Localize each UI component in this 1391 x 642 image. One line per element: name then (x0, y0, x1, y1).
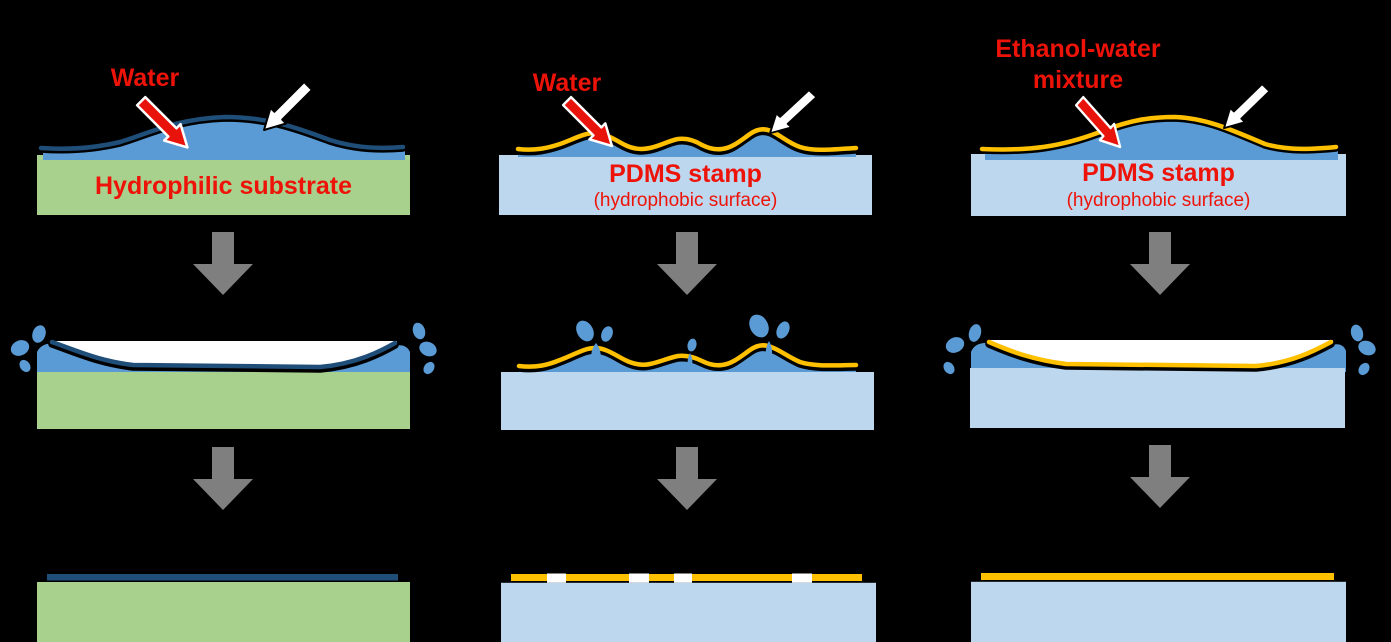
panel-b-step1 (499, 89, 872, 215)
film-outline (47, 580, 398, 583)
pressing-plate (988, 340, 1333, 367)
crack-gap (792, 573, 812, 583)
water-layer-and-splashes (10, 322, 437, 375)
gray-down-arrow-icon (193, 447, 253, 510)
pdms-stamp (971, 581, 1346, 642)
transferred-film-yellow (981, 573, 1334, 580)
gray-down-arrow-icon (657, 232, 717, 295)
film-outline (649, 581, 674, 583)
pressing-plate (52, 341, 397, 369)
film-segment (566, 574, 629, 581)
splash-droplet (412, 322, 426, 340)
red-pointer-arrow-icon (561, 95, 614, 148)
floating-film-yellow (979, 114, 1339, 152)
panel-b-step3 (501, 573, 876, 642)
squeezed-water (37, 343, 410, 374)
pdms-stamp (501, 372, 874, 430)
hydrophilic-substrate (37, 155, 410, 215)
panel-c-step1 (971, 83, 1346, 216)
crack-gap (674, 573, 692, 583)
splash-jet (687, 353, 693, 367)
splash-droplet (776, 321, 790, 339)
splash-droplet (576, 320, 594, 342)
substrate-label-a: Hydrophilic substrate (95, 172, 352, 200)
substrate-sublabel-b: (hydrophobic surface) (593, 190, 778, 211)
film-outline (812, 581, 862, 583)
splash-droplet (945, 337, 965, 353)
gray-down-arrow-icon (657, 447, 717, 510)
splash-droplet (32, 325, 46, 343)
transferred-film-navy (47, 574, 398, 581)
panel-c-step2 (943, 324, 1376, 428)
film-segment-outlines (511, 581, 862, 583)
splash-droplet (423, 361, 435, 375)
splash-jet (591, 343, 601, 364)
floating-film-navy (38, 114, 406, 151)
film-segment (692, 574, 792, 581)
film-outline (566, 581, 629, 583)
splash-jet (765, 341, 773, 360)
liquid-label-a: Water (110, 64, 180, 92)
splash-droplet (968, 324, 982, 342)
gray-down-arrow-icon (1130, 445, 1190, 508)
splash-droplet (1358, 340, 1376, 356)
gray-down-arrow-icon (193, 232, 253, 295)
white-pointer-arrow-icon (263, 81, 313, 131)
splash-droplet (601, 326, 613, 342)
panel-a-step2 (10, 322, 437, 429)
panel-a-step3 (37, 574, 410, 642)
crack-gap (547, 573, 566, 583)
splash-droplet (749, 314, 769, 338)
film-segment (511, 574, 547, 581)
film-segment (649, 574, 674, 581)
gray-down-arrow-icon (1130, 232, 1190, 295)
film-segment (812, 574, 862, 581)
ethanol-water-droplet (985, 120, 1338, 160)
liquid-label-b: Water (532, 69, 602, 97)
red-pointer-arrow-icon (135, 95, 189, 149)
pressed-film-navy (49, 339, 398, 370)
burst-splashes (576, 314, 790, 367)
film-outline (511, 581, 547, 583)
pdms-stamp (970, 368, 1345, 428)
splash-droplet (1358, 362, 1370, 376)
liquid-label-c-line2: mixture (1032, 66, 1124, 94)
substrate-label-c: PDMS stamp (1082, 159, 1235, 187)
splash-droplet (10, 340, 30, 356)
white-pointer-arrow-icon (769, 89, 818, 135)
water-droplet (43, 120, 405, 160)
splash-droplet (943, 361, 955, 375)
panel-b-step2 (501, 314, 874, 430)
film-outline (692, 581, 792, 583)
splash-droplet (1350, 324, 1364, 342)
splash-droplet (19, 359, 31, 373)
film-outline (981, 580, 1334, 582)
pressed-film-yellow (986, 339, 1334, 369)
hydrophilic-substrate (37, 582, 410, 642)
splash-droplet (687, 338, 697, 352)
substrate-label-b: PDMS stamp (609, 160, 762, 188)
liquid-label-c: Ethanol-water mixture (978, 34, 1178, 96)
cracked-film-segments (511, 574, 862, 581)
panel-a-step1 (37, 81, 410, 215)
crack-gap (629, 573, 649, 583)
red-pointer-arrow-icon (1074, 95, 1122, 149)
panel-c-step3 (971, 573, 1346, 642)
film-cracks (547, 573, 812, 583)
liquid-label-c-line1: Ethanol-water (995, 35, 1161, 63)
substrate-sublabel-c: (hydrophobic surface) (1066, 190, 1251, 211)
pdms-stamp (501, 582, 876, 642)
pdms-stamp (499, 155, 872, 215)
splash-droplet (419, 341, 437, 357)
white-pointer-arrow-icon (1223, 83, 1271, 130)
process-arrows (193, 232, 1190, 510)
hydrophilic-substrate (37, 372, 410, 429)
pdms-stamp (971, 154, 1346, 216)
